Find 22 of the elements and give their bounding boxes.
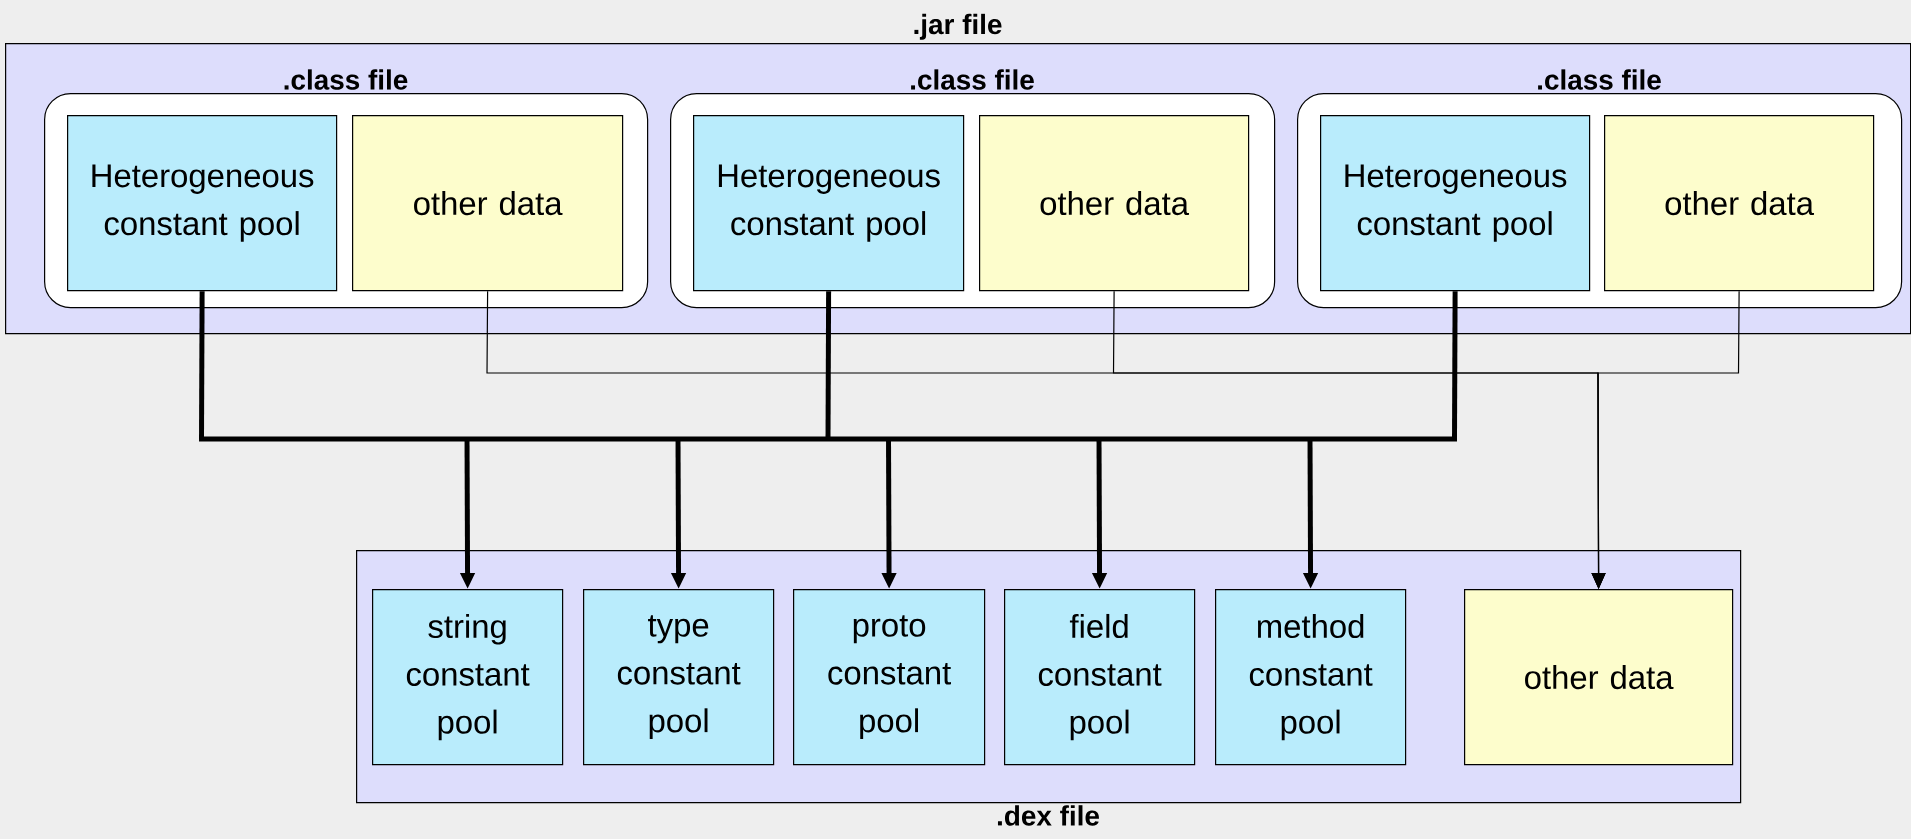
heading: .jar file [914, 13, 1002, 40]
constant-pool-box: field constant pool [1004, 589, 1196, 766]
other-data-box: other data [1464, 589, 1734, 766]
arrow [1591, 290, 1740, 589]
connector-line [199, 291, 205, 439]
other-data-box: other data [352, 115, 624, 292]
constant-pool-box: type constant pool [583, 589, 775, 766]
heading: .class file [284, 69, 408, 90]
constant-pool-box: string constant pool [372, 589, 564, 766]
constant-pool-box: Heterogeneous constant pool [67, 115, 338, 292]
heading: .class file [911, 69, 1034, 90]
other-data-box: other data [979, 115, 1250, 292]
connector-line [199, 436, 1457, 442]
constant-pool-box: Heterogeneous constant pool [1320, 115, 1591, 292]
heading: .dex file [997, 805, 1099, 826]
constant-pool-box: proto constant pool [793, 589, 986, 766]
heading: .class file [1538, 69, 1661, 90]
connector-line [1452, 291, 1458, 439]
other-data-box: other data [1604, 115, 1875, 292]
constant-pool-box: method constant pool [1215, 589, 1407, 766]
connector-line [825, 291, 832, 439]
constant-pool-box: Heterogeneous constant pool [693, 115, 965, 292]
